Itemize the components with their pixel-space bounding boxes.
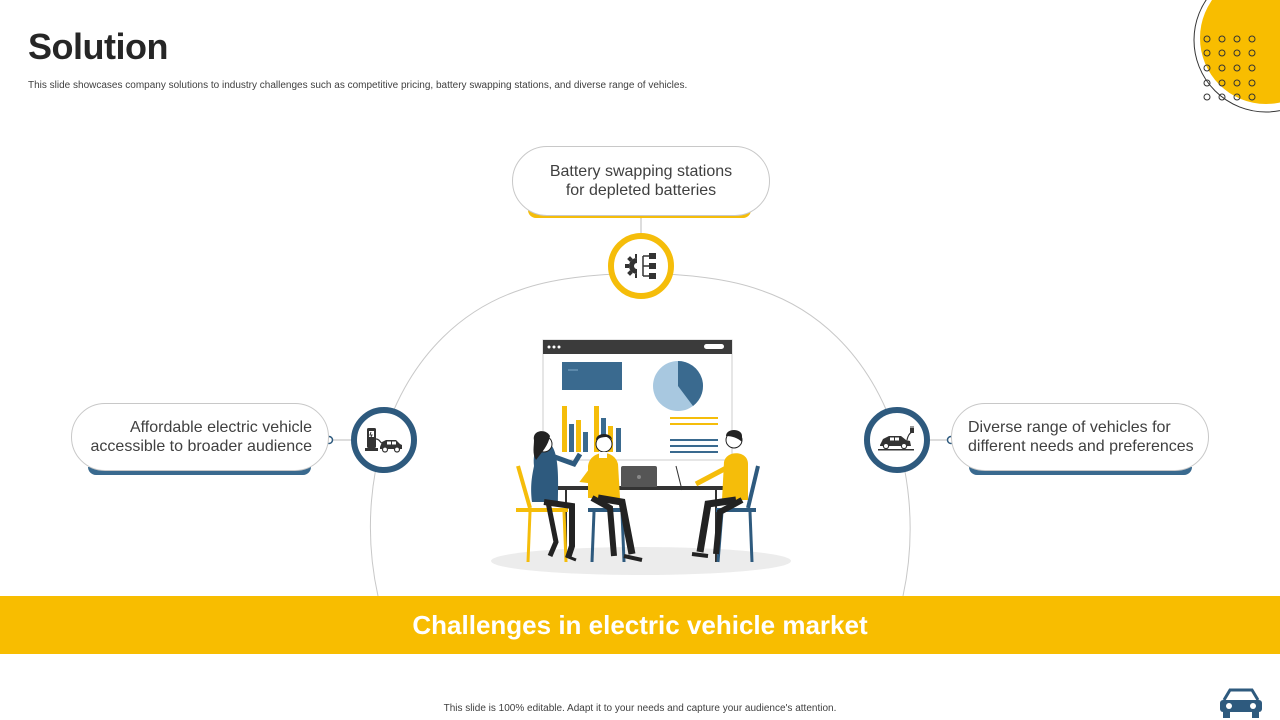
solution-top-box: Battery swapping stations for depleted b… [512,146,770,216]
electric-car-plug-icon [864,407,930,473]
team-meeting-illustration [491,339,791,575]
footer-note: This slide is 100% editable. Adapt it to… [443,703,837,714]
challenges-banner: Challenges in electric vehicle market [0,596,1280,654]
car-icon [1220,688,1262,718]
solution-left-line2: accessible to broader audience [90,438,312,455]
solution-left-line1: Affordable electric vehicle [129,419,312,436]
banner-title: Challenges in electric vehicle market [412,609,868,640]
solution-top-line2: for depleted batteries [565,182,717,199]
gear-battery-icon [608,233,674,299]
solution-left-box: Affordable electric vehicle accessible t… [71,403,329,471]
solution-right-accent-bar [969,467,1192,475]
charging-station-car-icon [351,407,417,473]
solution-right-box: Diverse range of vehicles for different … [951,403,1209,471]
slide-subtitle: This slide showcases company solutions t… [28,80,688,91]
solution-right-line2: different needs and preferences [968,438,1194,455]
solution-right-line1: Diverse range of vehicles for [968,419,1171,436]
solution-left-accent-bar [88,467,311,475]
solution-top-line1: Battery swapping stations [549,163,733,180]
corner-dot-pattern-icon [1193,0,1280,113]
slide-title: Solution [28,26,168,67]
